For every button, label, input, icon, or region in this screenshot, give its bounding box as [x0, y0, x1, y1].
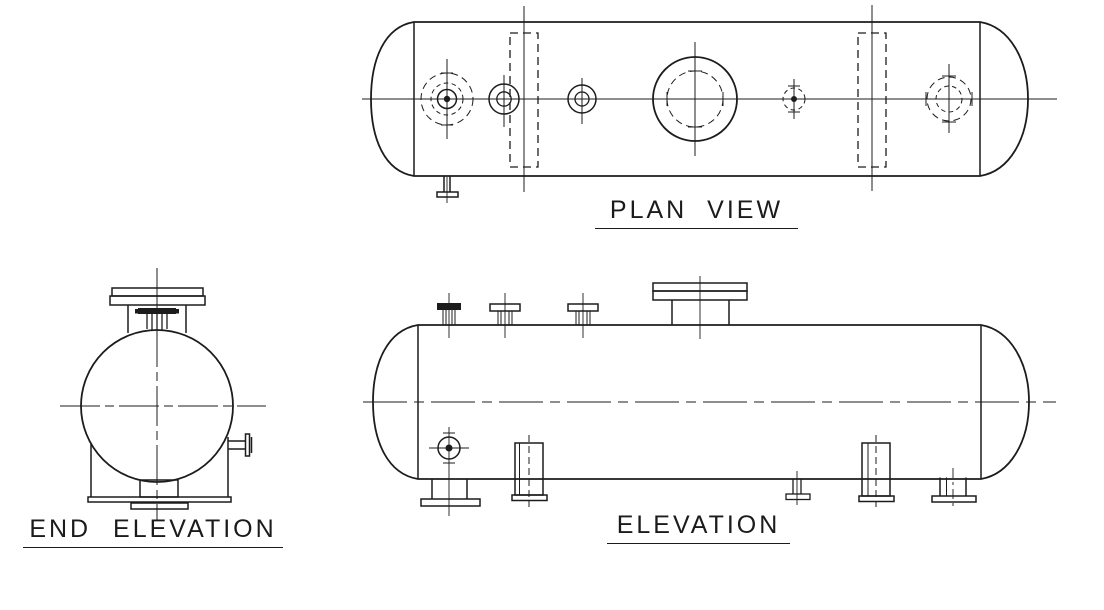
plan-manway — [640, 42, 751, 156]
elevation-drawing — [363, 276, 1056, 516]
end-elevation-drawing — [60, 268, 266, 521]
elevation-bottom-nozzle-right — [931, 468, 977, 510]
plan-side-nozzle-stub — [436, 176, 459, 203]
plan-nozzle-2 — [488, 75, 520, 127]
plan-view-drawing — [362, 5, 1057, 203]
elevation-bottom-nozzle-left — [420, 479, 481, 507]
plan-small-hidden-nozzle — [782, 79, 806, 119]
plan-view-label: PLAN VIEW — [595, 197, 798, 229]
plan-saddle-left-hidden — [509, 6, 539, 192]
end-top-manway — [109, 287, 206, 333]
plan-hidden-bottom-nozzle — [925, 64, 973, 133]
elevation-front-facing-nozzle — [429, 427, 469, 516]
elevation-top-nozzle-2 — [489, 293, 521, 338]
elevation-top-nozzle-1 — [437, 293, 461, 338]
plan-nozzle-with-pad — [416, 59, 478, 139]
end-side-nozzle — [228, 433, 253, 457]
end-elevation-label: END ELEVATION — [23, 516, 283, 548]
elevation-label: ELEVATION — [607, 512, 790, 544]
elevation-small-drain-stub — [785, 471, 811, 505]
elevation-saddle-support-right — [858, 435, 895, 507]
plan-nozzle-3 — [567, 78, 597, 124]
plan-saddle-right-hidden — [857, 5, 887, 191]
elevation-top-manway — [652, 276, 748, 339]
end-saddle-support — [87, 437, 232, 510]
elevation-top-nozzle-3 — [567, 293, 599, 338]
elevation-saddle-support-left — [511, 435, 548, 507]
